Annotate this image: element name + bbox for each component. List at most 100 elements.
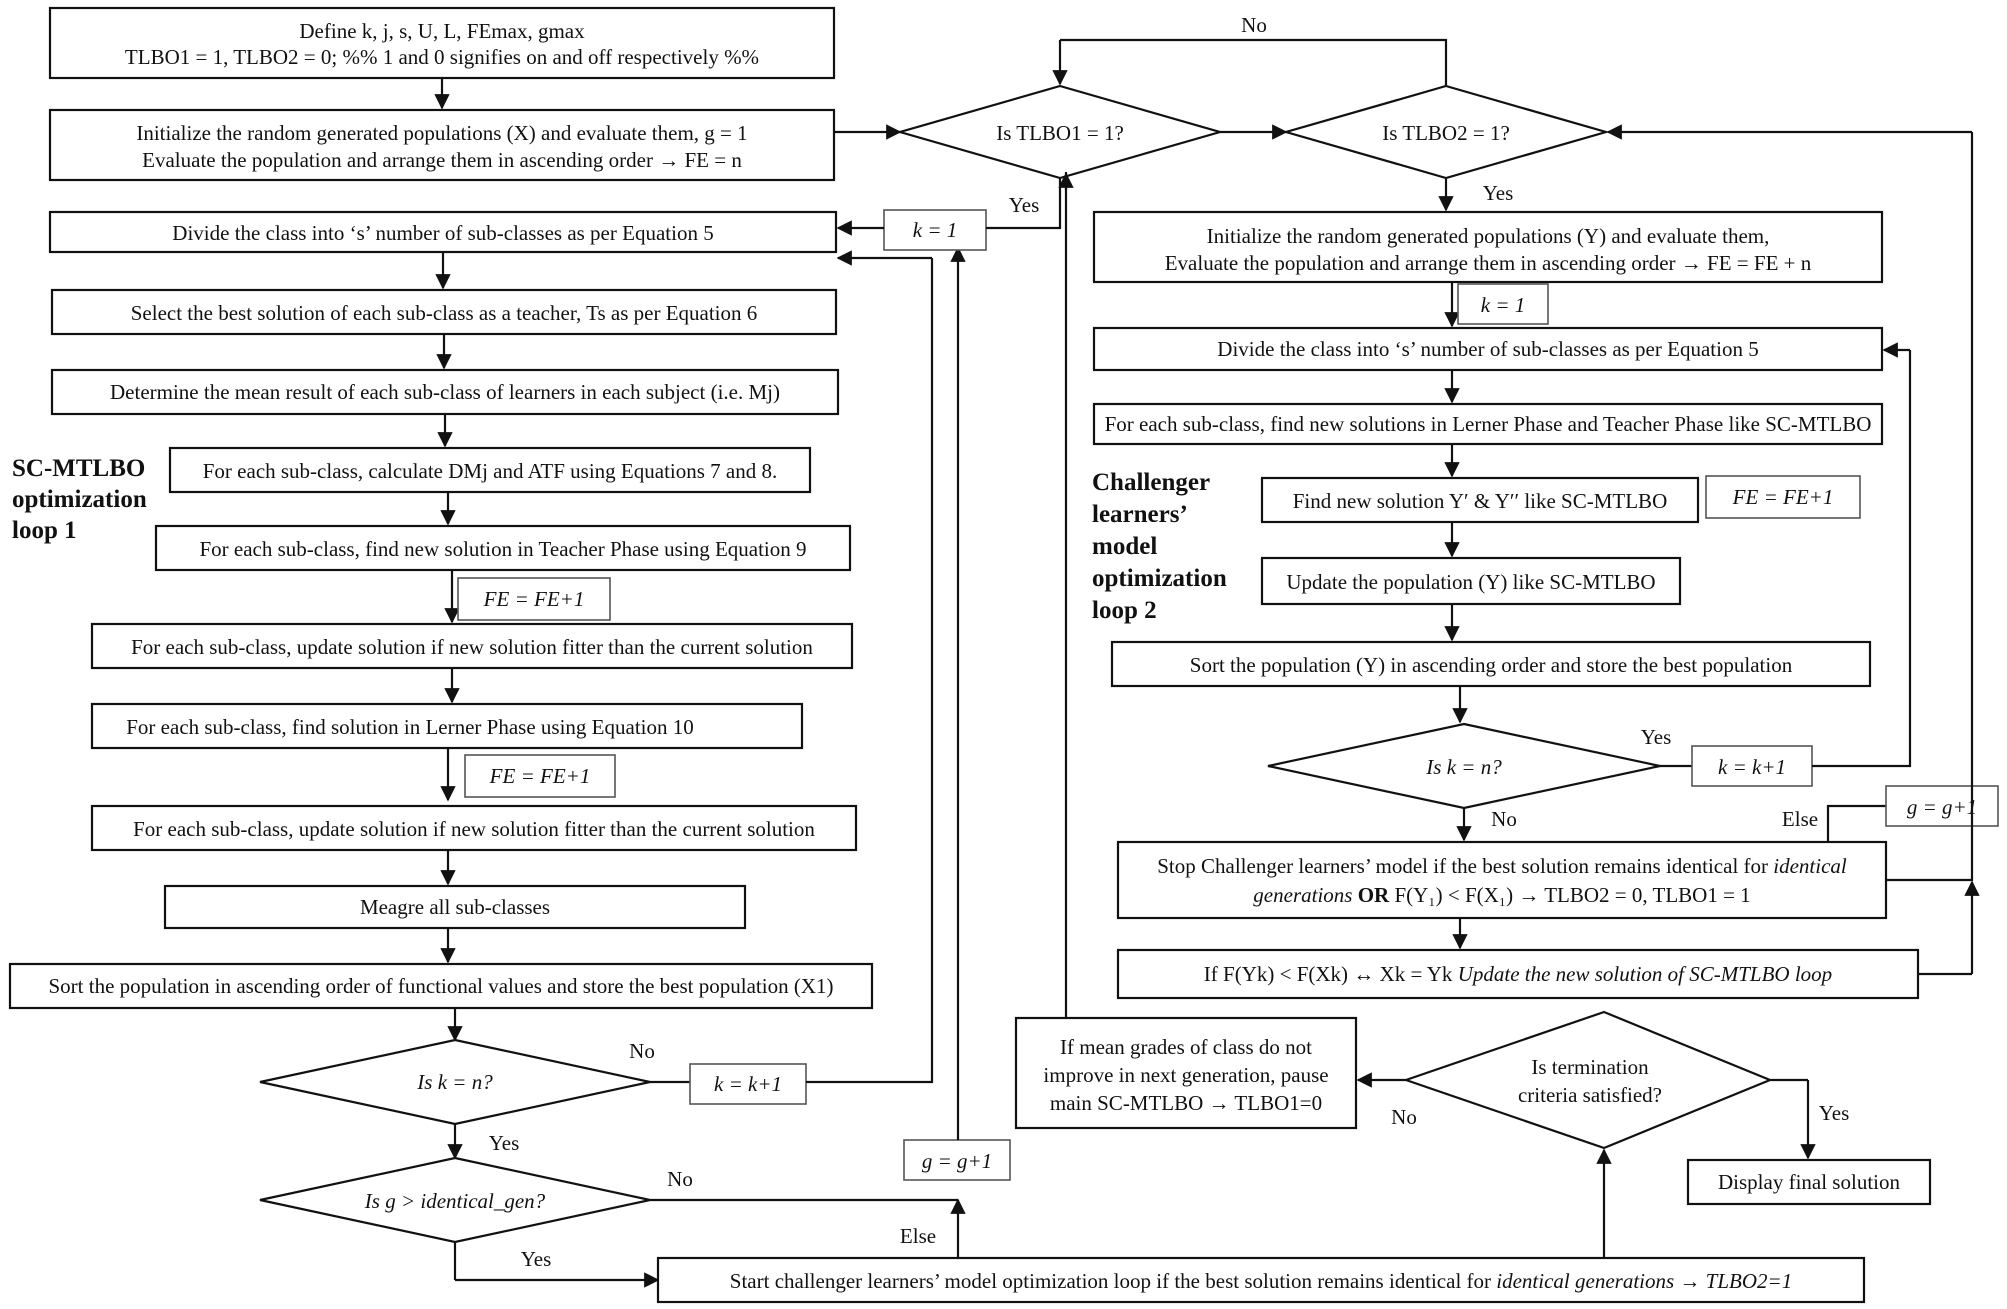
update-2-text: For each sub-class, update solution if n… [133,817,815,841]
divide-left-text: Divide the class into ‘s’ number of sub-… [172,221,713,245]
if-f-box: If F(Yk) < F(Xk) ↔ Xk = Yk Update the ne… [1116,948,1920,1000]
pause-line-1: If mean grades of class do not [1060,1035,1312,1059]
define-line-1: Define k, j, s, U, L, FEmax, gmax [299,19,585,43]
yes-tlbo2-label: Yes [1483,181,1514,205]
k1-right-text: k = 1 [1481,293,1526,317]
decision-k-right-text: Is k = n? [1425,755,1502,779]
decision-tlbo2-text: Is TLBO2 = 1? [1382,121,1510,145]
decision-k-left-text: Is k = n? [416,1070,493,1094]
sort-y-text: Sort the population (Y) in ascending ord… [1190,653,1793,677]
yes-g-label: Yes [521,1247,552,1271]
termination-line-2: criteria satisfied? [1518,1083,1662,1107]
no-top-label: No [1241,13,1267,37]
merge-box: Meagre all sub-classes [163,884,747,930]
display-final-box: Display final solution [1686,1158,1932,1206]
no-k-right-label: No [1491,807,1517,831]
decision-tlbo1-text: Is TLBO1 = 1? [996,121,1124,145]
decision-tlbo1: Is TLBO1 = 1? [896,84,1224,180]
else-right-label: Else [1782,807,1818,831]
merge-text: Meagre all sub-classes [360,895,550,919]
fe-label-1: FE = FE+1 [483,587,585,611]
select-teacher-box: Select the best solution of each sub-cla… [50,288,838,336]
g-plus-right-text: g = g+1 [1907,795,1977,819]
update-1-text: For each sub-class, update solution if n… [131,635,813,659]
pause-box: If mean grades of class do not improve i… [1014,1016,1358,1130]
loop2-line-3: model [1092,533,1157,560]
update-y-text: Update the population (Y) like SC-MTLBO [1286,570,1655,594]
pause-line-2: improve in next generation, pause [1043,1063,1328,1087]
each-sub-y-box: For each sub-class, find new solutions i… [1092,402,1884,446]
k-plus-right-text: k = k+1 [1718,755,1786,779]
yes-k-right-label: Yes [1641,725,1672,749]
fe-box-2: FE = FE+1 [464,754,616,798]
if-f-text: If F(Yk) < F(Xk) ↔ Xk = Yk Update the ne… [1204,962,1832,986]
calc-dm-text: For each sub-class, calculate DMj and AT… [203,459,777,483]
init-y-box: Initialize the random generated populati… [1092,210,1884,284]
decision-termination: Is termination criteria satisfied? [1402,1010,1773,1150]
update-y-box: Update the population (Y) like SC-MTLBO [1260,556,1682,606]
yes-term-label: Yes [1819,1101,1850,1125]
yes-tlbo1-label: Yes [1009,193,1040,217]
sort-x-text: Sort the population in ascending order o… [49,974,834,998]
k1-box-left: k = 1 [883,209,987,251]
define-box: Define k, j, s, U, L, FEmax, gmax TLBO1 … [48,6,836,80]
mean-result-text: Determine the mean result of each sub-cl… [110,380,780,404]
fe-label-3: FE = FE+1 [1732,485,1834,509]
fe-box-1: FE = FE+1 [457,577,611,621]
else-left-label: Else [900,1224,936,1248]
k1-box-right: k = 1 [1457,283,1549,325]
fe-box-3: FE = FE+1 [1705,475,1861,519]
stop-line-2: generations OR F(Y₁) < F(X₁) → TLBO2 = 0… [1253,883,1750,907]
teacher-phase-text: For each sub-class, find new solution in… [199,537,806,561]
decision-g-text: Is g > identical_gen? [364,1189,546,1213]
init-x-line-2: Evaluate the population and arrange them… [142,148,742,172]
yes-k-left-label: Yes [489,1131,520,1155]
learner-phase-box: For each sub-class, find solution in Ler… [90,702,804,750]
loop1-line-1: SC-MTLBO [12,455,145,482]
k-plus-left-text: k = k+1 [714,1072,782,1096]
no-term-label: No [1391,1105,1417,1129]
loop2-line-5: loop 2 [1092,597,1157,624]
find-y-text: Find new solution Y′ & Y′′ like SC-MTLBO [1293,489,1667,513]
loop1-line-2: optimization [12,486,147,513]
teacher-phase-box: For each sub-class, find new solution in… [154,524,852,572]
g-plus-box-right: g = g+1 [1885,785,1999,827]
k1-left-text: k = 1 [913,218,958,242]
section-label-loop2: Challenger learners’ model optimization … [1092,469,1227,624]
no-k-left-label: No [629,1039,655,1063]
update-box-2: For each sub-class, update solution if n… [90,804,858,852]
divide-box-right: Divide the class into ‘s’ number of sub-… [1092,326,1884,372]
display-final-text: Display final solution [1718,1170,1900,1194]
init-x-line-1: Initialize the random generated populati… [136,121,747,145]
pause-line-3: main SC-MTLBO → TLBO1=0 [1050,1091,1322,1115]
g-plus-box-left: g = g+1 [903,1139,1011,1181]
stop-line-1: Stop Challenger learners’ model if the b… [1157,854,1847,878]
loop2-line-1: Challenger [1092,469,1210,496]
fe-label-2: FE = FE+1 [489,764,591,788]
sort-y-box: Sort the population (Y) in ascending ord… [1110,640,1872,688]
decision-tlbo2: Is TLBO2 = 1? [1282,84,1610,180]
loop1-line-3: loop 1 [12,517,77,544]
each-sub-y-text: For each sub-class, find new solutions i… [1105,412,1872,436]
decision-k-right: Is k = n? [1267,722,1661,810]
learner-phase-text: For each sub-class, find solution in Ler… [126,715,693,739]
select-teacher-text: Select the best solution of each sub-cla… [131,301,758,325]
update-box-1: For each sub-class, update solution if n… [90,622,854,670]
init-y-line-2: Evaluate the population and arrange them… [1165,251,1812,275]
k-plus-box-left: k = k+1 [689,1063,807,1105]
divide-box-left: Divide the class into ‘s’ number of sub-… [48,210,838,254]
g-plus-left-text: g = g+1 [922,1149,992,1173]
init-x-box: Initialize the random generated populati… [48,108,836,182]
divide-right-text: Divide the class into ‘s’ number of sub-… [1217,337,1758,361]
calc-dm-box: For each sub-class, calculate DMj and AT… [168,446,812,494]
stop-challenger-box: Stop Challenger learners’ model if the b… [1116,840,1888,920]
section-label-loop1: SC-MTLBO optimization loop 1 [12,455,147,544]
sort-x-box: Sort the population in ascending order o… [8,962,874,1010]
k-plus-box-right: k = k+1 [1691,745,1813,787]
decision-k-left: Is k = n? [259,1038,651,1126]
find-y-box: Find new solution Y′ & Y′′ like SC-MTLBO [1260,476,1700,524]
no-g-label: No [667,1167,693,1191]
loop2-line-4: optimization [1092,565,1227,592]
define-line-2: TLBO1 = 1, TLBO2 = 0; %% 1 and 0 signifi… [125,45,759,69]
